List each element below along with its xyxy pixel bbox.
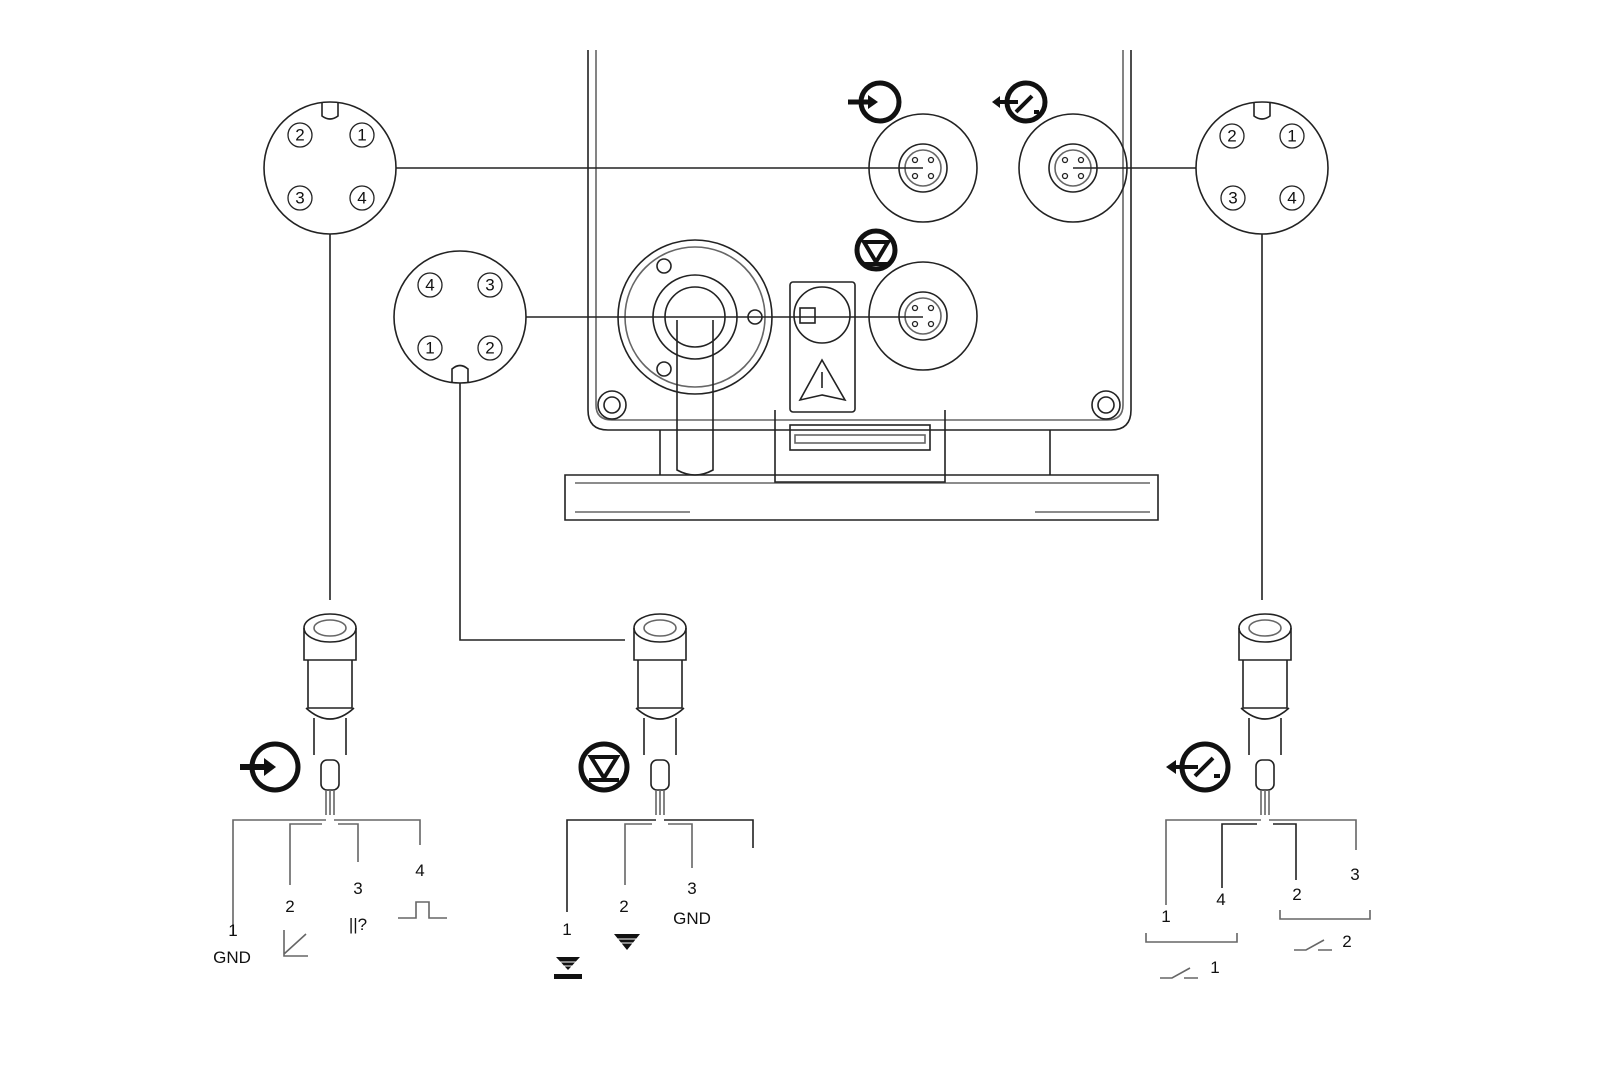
max-level-icon xyxy=(554,957,582,979)
switch-output-icon xyxy=(1166,741,1231,793)
pin-label: 3 xyxy=(1228,189,1237,208)
pin-label: 1 xyxy=(425,339,434,358)
cable-plug-level xyxy=(633,613,687,816)
switch-output-icon xyxy=(992,80,1048,124)
pulse-icon xyxy=(398,901,447,919)
wire-number-label: 3 xyxy=(687,879,696,898)
wire-number-label: 3 xyxy=(353,879,362,898)
pin-label: 1 xyxy=(1287,127,1296,146)
analog-ramp-icon xyxy=(283,930,308,957)
gnd-label: GND xyxy=(213,948,251,967)
screw-icon xyxy=(597,390,627,420)
pin-label: 3 xyxy=(485,276,494,295)
device-socket-level xyxy=(868,261,978,371)
wire-number-label: 1 xyxy=(228,921,237,940)
pin-label: 2 xyxy=(1227,127,1236,146)
connection-lines xyxy=(396,167,1196,318)
input-signal-icon xyxy=(848,80,902,124)
pinout-top-right: 2 1 3 4 xyxy=(1195,101,1329,235)
gnd-label: GND xyxy=(673,909,711,928)
pin-label: 1 xyxy=(357,126,366,145)
level-icon xyxy=(854,228,898,272)
wire-number-label: 2 xyxy=(619,897,628,916)
wire-number-label: 2 xyxy=(285,897,294,916)
level-icon xyxy=(578,741,630,793)
wiring-middle: 1 2 3 GND xyxy=(554,819,754,979)
pinout-middle: 4 3 1 2 xyxy=(393,250,527,384)
pin-label: 4 xyxy=(425,276,434,295)
cable-plug-switch xyxy=(1238,613,1292,816)
wire-number-label: 3 xyxy=(1350,865,1359,884)
pin-label: 2 xyxy=(295,126,304,145)
wire-number-label: 2 xyxy=(1342,932,1351,951)
switch-contact-icon xyxy=(1160,967,1198,979)
leader-lines xyxy=(329,234,1263,641)
wire-number-label: 1 xyxy=(562,920,571,939)
pin-label: 4 xyxy=(1287,189,1296,208)
pin3-symbol: ||? xyxy=(349,915,367,934)
pin-label: 3 xyxy=(295,189,304,208)
warning-label xyxy=(789,281,856,413)
screw-icon xyxy=(1091,390,1121,420)
cable-plug-input xyxy=(303,613,357,816)
device-housing xyxy=(564,50,1159,521)
wire-number-label: 1 xyxy=(1161,907,1170,926)
wire-number-label: 4 xyxy=(415,861,424,880)
input-signal-icon xyxy=(240,741,301,793)
wiring-left: 1 GND 2 3 ||? 4 xyxy=(213,819,447,967)
wiring-right: 1 4 2 3 1 2 xyxy=(1145,819,1371,979)
min-level-icon xyxy=(614,934,640,950)
pinout-top-left: 2 1 3 4 xyxy=(263,101,397,235)
switch-contact-icon xyxy=(1294,939,1332,951)
wire-number-label: 4 xyxy=(1216,890,1225,909)
pin-label: 2 xyxy=(485,339,494,358)
device-socket-input xyxy=(868,113,978,223)
wire-number-label: 2 xyxy=(1292,885,1301,904)
pin-label: 4 xyxy=(357,189,366,208)
wire-number-label: 1 xyxy=(1210,958,1219,977)
